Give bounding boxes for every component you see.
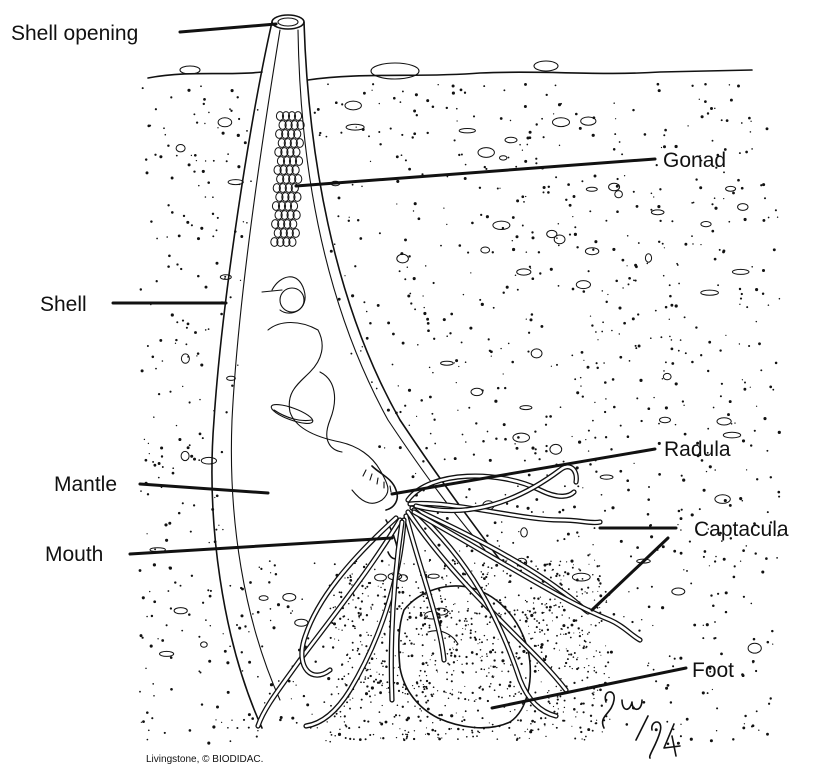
label-foot: Foot	[692, 659, 734, 682]
leader-radula	[390, 447, 657, 496]
label-mantle: Mantle	[54, 473, 117, 496]
sediment-texture	[138, 82, 781, 745]
leader-shell-opening	[178, 22, 278, 34]
gonad	[270, 111, 305, 247]
surface-pebble	[370, 62, 420, 80]
credit-text: Livingstone, © BIODIDAC.	[146, 754, 263, 765]
artist-signature	[601, 691, 681, 759]
sediment-surface	[147, 69, 753, 81]
label-gonad: Gonad	[663, 149, 726, 172]
digestive-gland	[267, 321, 389, 504]
leader-mouth	[128, 536, 394, 556]
leader-captacula-b	[590, 536, 670, 612]
shell-opening-rim	[271, 14, 305, 30]
surface-pebble	[533, 60, 559, 72]
surface-pebble	[179, 65, 201, 75]
leader-foot	[490, 666, 688, 710]
internal-organs	[261, 276, 400, 560]
radula-organ	[371, 465, 399, 511]
leader-mantle	[138, 482, 270, 495]
digestive-bulb	[279, 287, 305, 313]
label-mouth: Mouth	[45, 543, 103, 566]
label-captacula: Captacula	[694, 518, 789, 541]
captacula	[255, 464, 643, 729]
shell	[211, 14, 501, 729]
label-shell: Shell	[40, 293, 87, 316]
leader-gonad	[294, 157, 657, 188]
leader-lines	[111, 22, 688, 710]
label-radula: Radula	[664, 438, 731, 461]
label-shell-opening: Shell opening	[11, 22, 138, 45]
